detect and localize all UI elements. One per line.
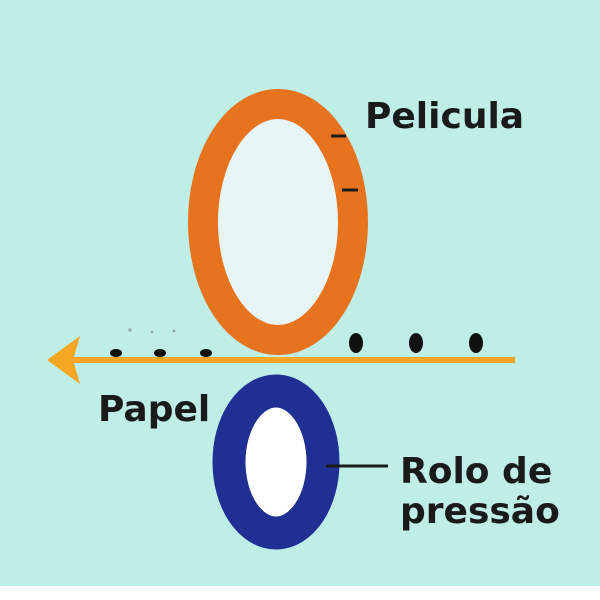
- arrow-left-icon: [47, 336, 80, 384]
- pressure-roller-label: Rolo de pressão: [400, 451, 560, 533]
- fused-toner-particles: [110, 349, 212, 357]
- leader-lines: [326, 134, 388, 468]
- film-roller: [188, 89, 368, 355]
- pressure-roller-label-line1: Rolo de: [400, 451, 553, 492]
- pressure-roller: [212, 374, 340, 550]
- film-label: Pelicula: [365, 96, 525, 137]
- unfused-toner-particles: [349, 333, 483, 353]
- paper-arrow: [47, 336, 515, 384]
- loose-toner-specks: [128, 328, 176, 334]
- paper-label: Papel: [98, 389, 211, 430]
- pressure-roller-label-line2: pressão: [400, 491, 560, 533]
